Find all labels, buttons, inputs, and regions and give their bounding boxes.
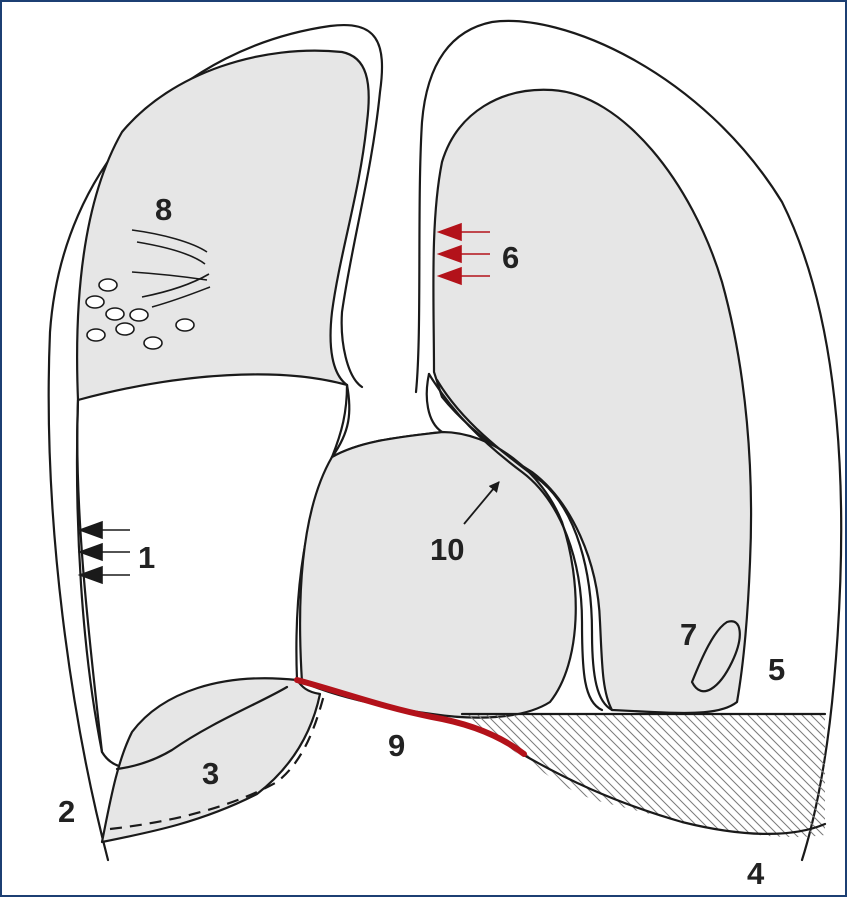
- arrows-label-1: [80, 522, 130, 583]
- hatch-line: [546, 702, 696, 852]
- hatch-line: [528, 702, 678, 852]
- hatch-line: [618, 702, 768, 852]
- hatch-line: [483, 702, 633, 852]
- hatch-line: [825, 702, 847, 852]
- hatch-line: [636, 702, 786, 852]
- hatch-line: [582, 702, 732, 852]
- hatch-line: [843, 702, 847, 852]
- hatch-line: [519, 702, 669, 852]
- hatch-line: [807, 702, 847, 852]
- hatch-line: [654, 702, 804, 852]
- hatch-line: [600, 702, 750, 852]
- label-3: 3: [202, 756, 219, 791]
- hatch-line: [456, 702, 606, 852]
- label-7: 7: [680, 617, 697, 652]
- left-upper-lobe: [77, 51, 369, 400]
- hatch-line: [429, 702, 579, 852]
- hatch-line: [420, 702, 570, 852]
- label-1: 1: [138, 540, 155, 575]
- hatch-line: [411, 702, 561, 852]
- label-9: 9: [388, 728, 405, 763]
- hatch-line: [555, 702, 705, 852]
- hatch-line: [672, 702, 822, 852]
- hatch-line: [474, 702, 624, 852]
- hatch-line: [744, 702, 847, 852]
- hatch-line: [465, 702, 615, 852]
- hatch-line: [663, 702, 813, 852]
- label-10: 10: [430, 532, 464, 567]
- label-5: 5: [768, 652, 785, 687]
- hatch-line: [501, 702, 651, 852]
- label-8: 8: [155, 192, 172, 227]
- hatch-line: [609, 702, 759, 852]
- hatch-line: [564, 702, 714, 852]
- label-2: 2: [58, 794, 75, 829]
- label-4: 4: [747, 856, 765, 891]
- hatch-line: [627, 702, 777, 852]
- hatch-line: [834, 702, 847, 852]
- hatch-line: [510, 702, 660, 852]
- label-6: 6: [502, 240, 519, 275]
- hatch-line: [537, 702, 687, 852]
- hatch-line: [573, 702, 723, 852]
- hatch-line: [402, 702, 552, 852]
